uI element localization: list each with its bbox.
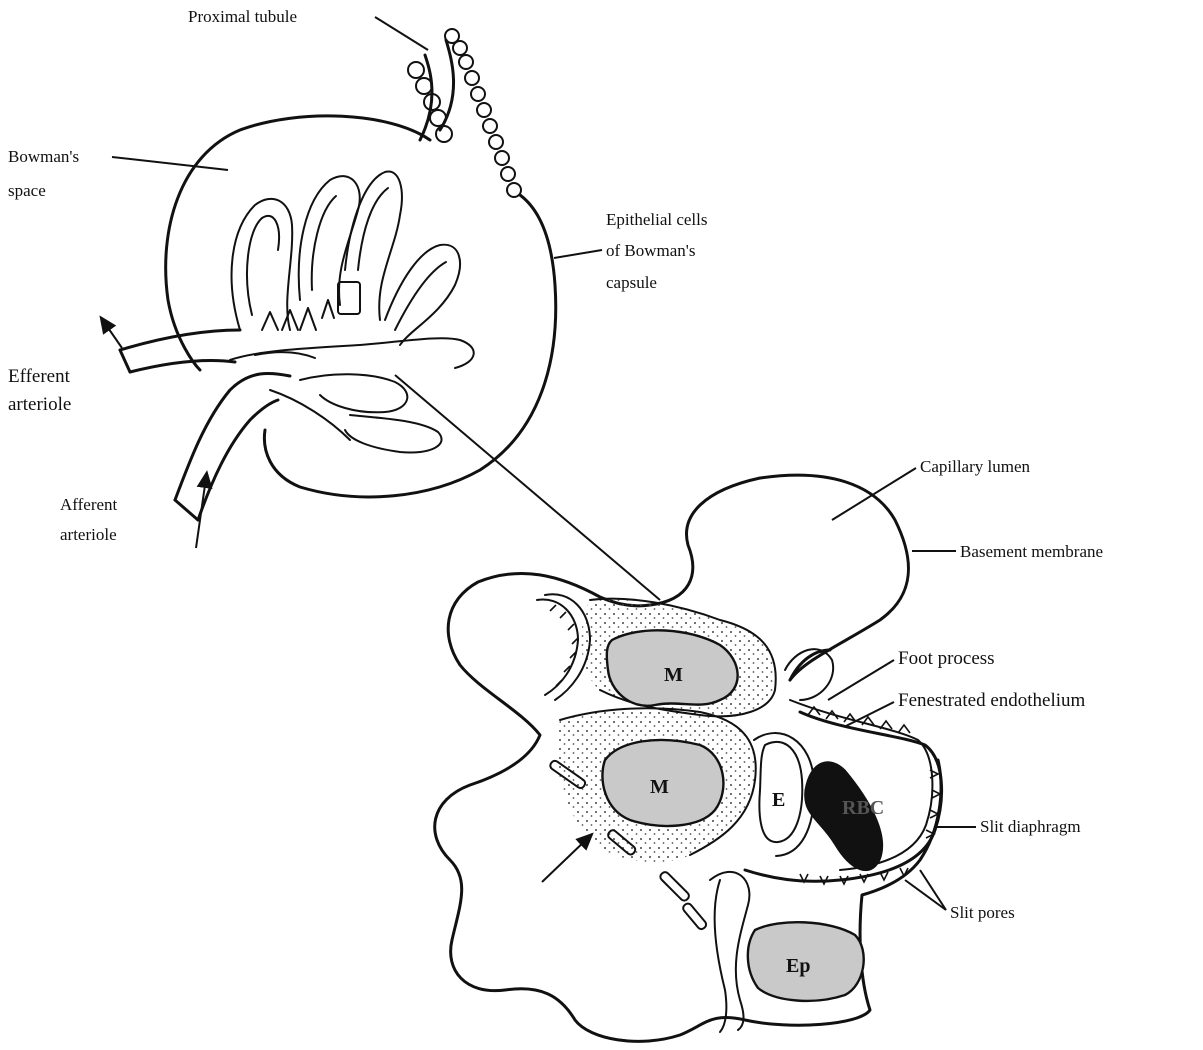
label-afferent-arteriole-line1: Afferent xyxy=(60,495,118,514)
label-fenestrated-endothelium: Fenestrated endothelium xyxy=(898,690,1086,711)
label-rbc: RBC xyxy=(842,797,884,819)
label-slit-diaphragm: Slit diaphragm xyxy=(980,817,1081,836)
label-epithelial-cells-line1: Epithelial cells xyxy=(606,210,708,229)
proximal-tubule-shape xyxy=(408,29,521,197)
efferent-arteriole-shape xyxy=(104,322,240,372)
label-slit-pores: Slit pores xyxy=(950,903,1015,922)
label-efferent-arteriole-line1: Efferent xyxy=(8,366,71,387)
label-basement-membrane: Basement membrane xyxy=(960,542,1103,561)
label-capillary-lumen: Capillary lumen xyxy=(920,457,1031,476)
afferent-arteriole-shape xyxy=(175,373,290,548)
label-proximal-tubule: Proximal tubule xyxy=(188,7,297,26)
label-bowmans-space-line2: space xyxy=(8,181,46,200)
upper-labels: Proximal tubule Bowman's space Epithelia… xyxy=(8,7,708,544)
label-bowmans-space-line1: Bowman's xyxy=(8,147,79,166)
glomerulus-drawing xyxy=(104,29,660,600)
capillary-section-drawing xyxy=(435,475,942,1041)
label-afferent-arteriole-line2: arteriole xyxy=(60,525,117,544)
label-epithelial-cells-line2: of Bowman's xyxy=(606,241,695,260)
label-mesangial-2: M xyxy=(650,776,669,798)
label-epithelial-cells-line3: capsule xyxy=(606,273,657,292)
label-endothelial: E xyxy=(772,789,785,811)
label-efferent-arteriole-line2: arteriole xyxy=(8,394,71,415)
label-mesangial-1: M xyxy=(664,664,683,686)
label-epithelial: Ep xyxy=(786,955,810,977)
label-foot-process: Foot process xyxy=(898,648,995,669)
